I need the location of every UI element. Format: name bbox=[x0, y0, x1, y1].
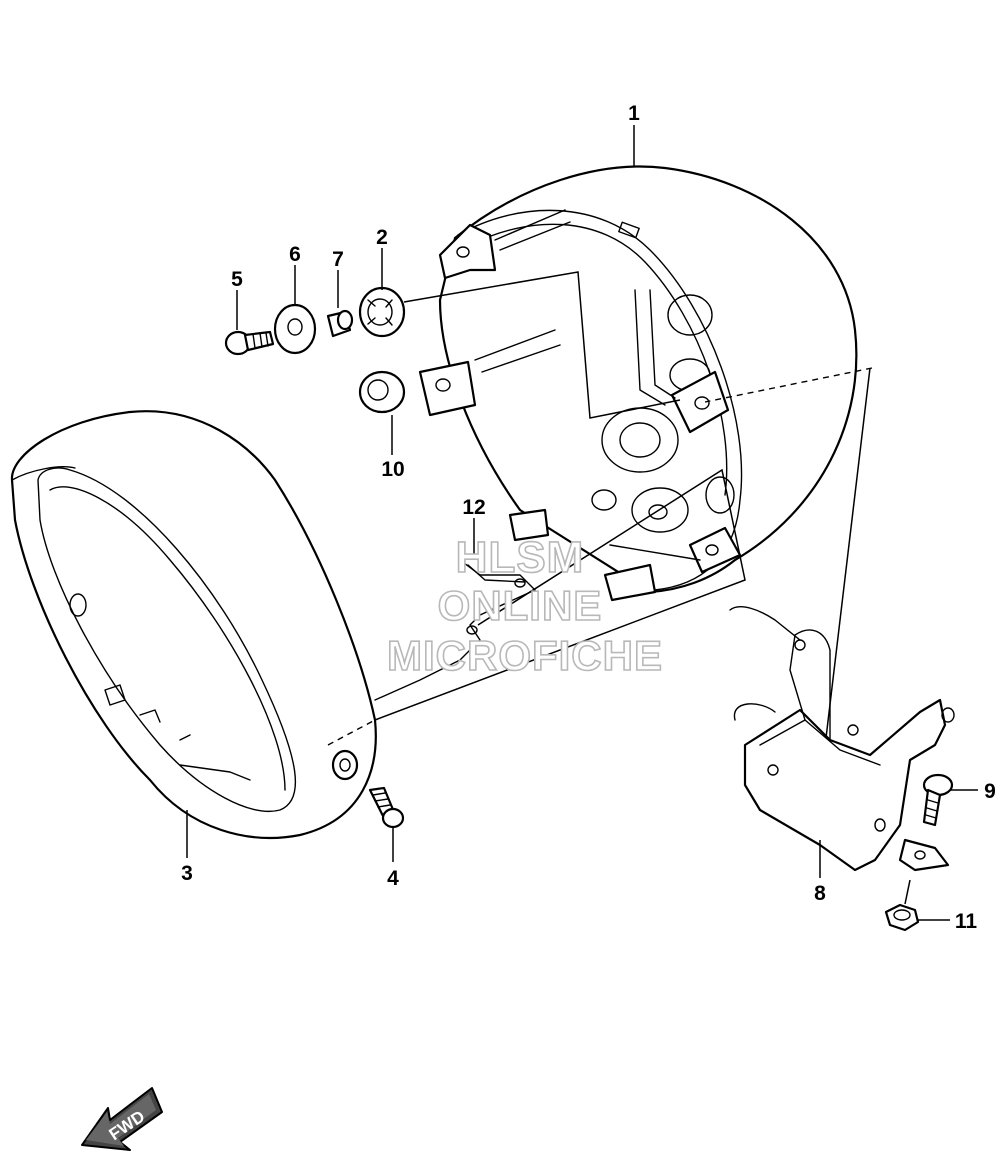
callout-6: 6 bbox=[289, 243, 301, 266]
part-5-bolt bbox=[224, 330, 275, 356]
part-2-grommet bbox=[358, 286, 406, 338]
part-1-headlamp-housing bbox=[418, 165, 858, 602]
part-12-wire-bracket bbox=[374, 559, 536, 701]
callout-3: 3 bbox=[181, 862, 193, 885]
callout-1: 1 bbox=[628, 102, 640, 125]
part-8-bracket bbox=[729, 606, 955, 872]
callout-4: 4 bbox=[387, 867, 399, 890]
callout-11: 11 bbox=[955, 910, 978, 933]
part-4-screw bbox=[368, 786, 405, 829]
fwd-arrow-icon: FWD bbox=[81, 1087, 163, 1151]
callout-10: 10 bbox=[381, 458, 404, 481]
callout-7: 7 bbox=[332, 248, 344, 271]
part-11-nut bbox=[884, 903, 920, 932]
watermark-line-1: HLSM bbox=[456, 533, 585, 582]
watermark-line-2: ONLINE bbox=[438, 582, 603, 629]
watermark: HLSM ONLINE MICROFICHE bbox=[386, 532, 663, 680]
callout-labels: 1 2 3 4 5 6 7 8 9 10 11 12 bbox=[181, 102, 996, 933]
callout-2: 2 bbox=[376, 226, 388, 249]
part-9-bolt bbox=[922, 773, 954, 827]
callout-12: 12 bbox=[462, 496, 485, 519]
part-7-collar bbox=[326, 309, 354, 338]
part-3-headlamp-rim bbox=[10, 410, 377, 839]
callout-5: 5 bbox=[231, 268, 243, 291]
callout-8: 8 bbox=[814, 882, 826, 905]
part-6-washer bbox=[273, 303, 317, 355]
part-10-cushion bbox=[358, 370, 406, 414]
watermark-line-3: MICROFICHE bbox=[387, 632, 663, 679]
callout-9: 9 bbox=[984, 780, 996, 803]
leader-lines bbox=[186, 125, 978, 921]
